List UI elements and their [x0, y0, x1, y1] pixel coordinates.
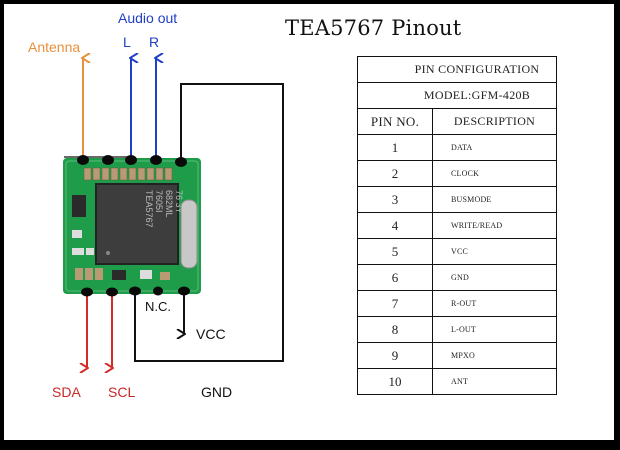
- pins-bottom: [81, 286, 190, 297]
- pin-description: VCC: [432, 238, 557, 265]
- table-model-row: MODEL:GFM-420B: [357, 82, 557, 109]
- vcc-label: VCC: [196, 326, 226, 342]
- pin-number: 3: [357, 186, 433, 213]
- table-header-row: PIN NO. DESCRIPTION: [357, 108, 557, 135]
- ic-marking: TEA5767 7605I 682ML 76 3Y: [144, 190, 184, 228]
- pin-configuration-table: PIN CONFIGURATION MODEL:GFM-420B PIN NO.…: [357, 56, 557, 395]
- gnd-wire: [134, 83, 284, 362]
- pins-top: [77, 155, 187, 167]
- smd-components-top: [83, 167, 173, 181]
- pin-description: ANT: [432, 368, 557, 395]
- pin-number: 9: [357, 342, 433, 369]
- pin-description: R-OUT: [432, 290, 557, 317]
- pin-number: 7: [357, 290, 433, 317]
- table-heading-row: PIN CONFIGURATION: [357, 56, 557, 83]
- pin-number: 4: [357, 212, 433, 239]
- pin-number: 1: [357, 134, 433, 161]
- table-heading: PIN CONFIGURATION: [357, 56, 557, 83]
- ic-marking-line-1: TEA5767: [144, 190, 154, 228]
- diagram-title: TEA5767 Pinout: [285, 16, 462, 40]
- column-header-description: DESCRIPTION: [432, 108, 557, 135]
- pin-number: 8: [357, 316, 433, 343]
- ic-marking-line-2: 7605I: [154, 190, 164, 213]
- pin-description: L-OUT: [432, 316, 557, 343]
- audio-left-label: L: [123, 34, 131, 50]
- gnd-label: GND: [201, 384, 233, 400]
- table-model: MODEL:GFM-420B: [357, 82, 557, 109]
- pin-description: CLOCK: [432, 160, 557, 187]
- pin-description: WRITE/READ: [432, 212, 557, 239]
- audio-right-label: R: [149, 34, 160, 50]
- pin-number: 10: [357, 368, 433, 395]
- sda-label: SDA: [52, 384, 81, 400]
- tea5767-ic: [95, 183, 179, 265]
- audio-out-label: Audio out: [118, 10, 178, 26]
- ic-marking-line-3: 682ML: [164, 190, 174, 218]
- pin-description: GND: [432, 264, 557, 291]
- nc-label: N.C.: [145, 299, 171, 314]
- pin-description: MPXO: [432, 342, 557, 369]
- pin-number: 6: [357, 264, 433, 291]
- ic-marking-line-4: 76 3Y: [174, 190, 184, 214]
- tea5767-module: TEA5767 7605I 682ML 76 3Y: [63, 155, 201, 297]
- pin-number: 2: [357, 160, 433, 187]
- scl-label: SCL: [108, 384, 136, 400]
- pin-description: DATA: [432, 134, 557, 161]
- crystal: [180, 199, 198, 269]
- pin-description: BUSMODE: [432, 186, 557, 213]
- pin-number: 5: [357, 238, 433, 265]
- column-header-pin-no: PIN NO.: [357, 108, 433, 135]
- antenna-label: Antenna: [28, 39, 81, 55]
